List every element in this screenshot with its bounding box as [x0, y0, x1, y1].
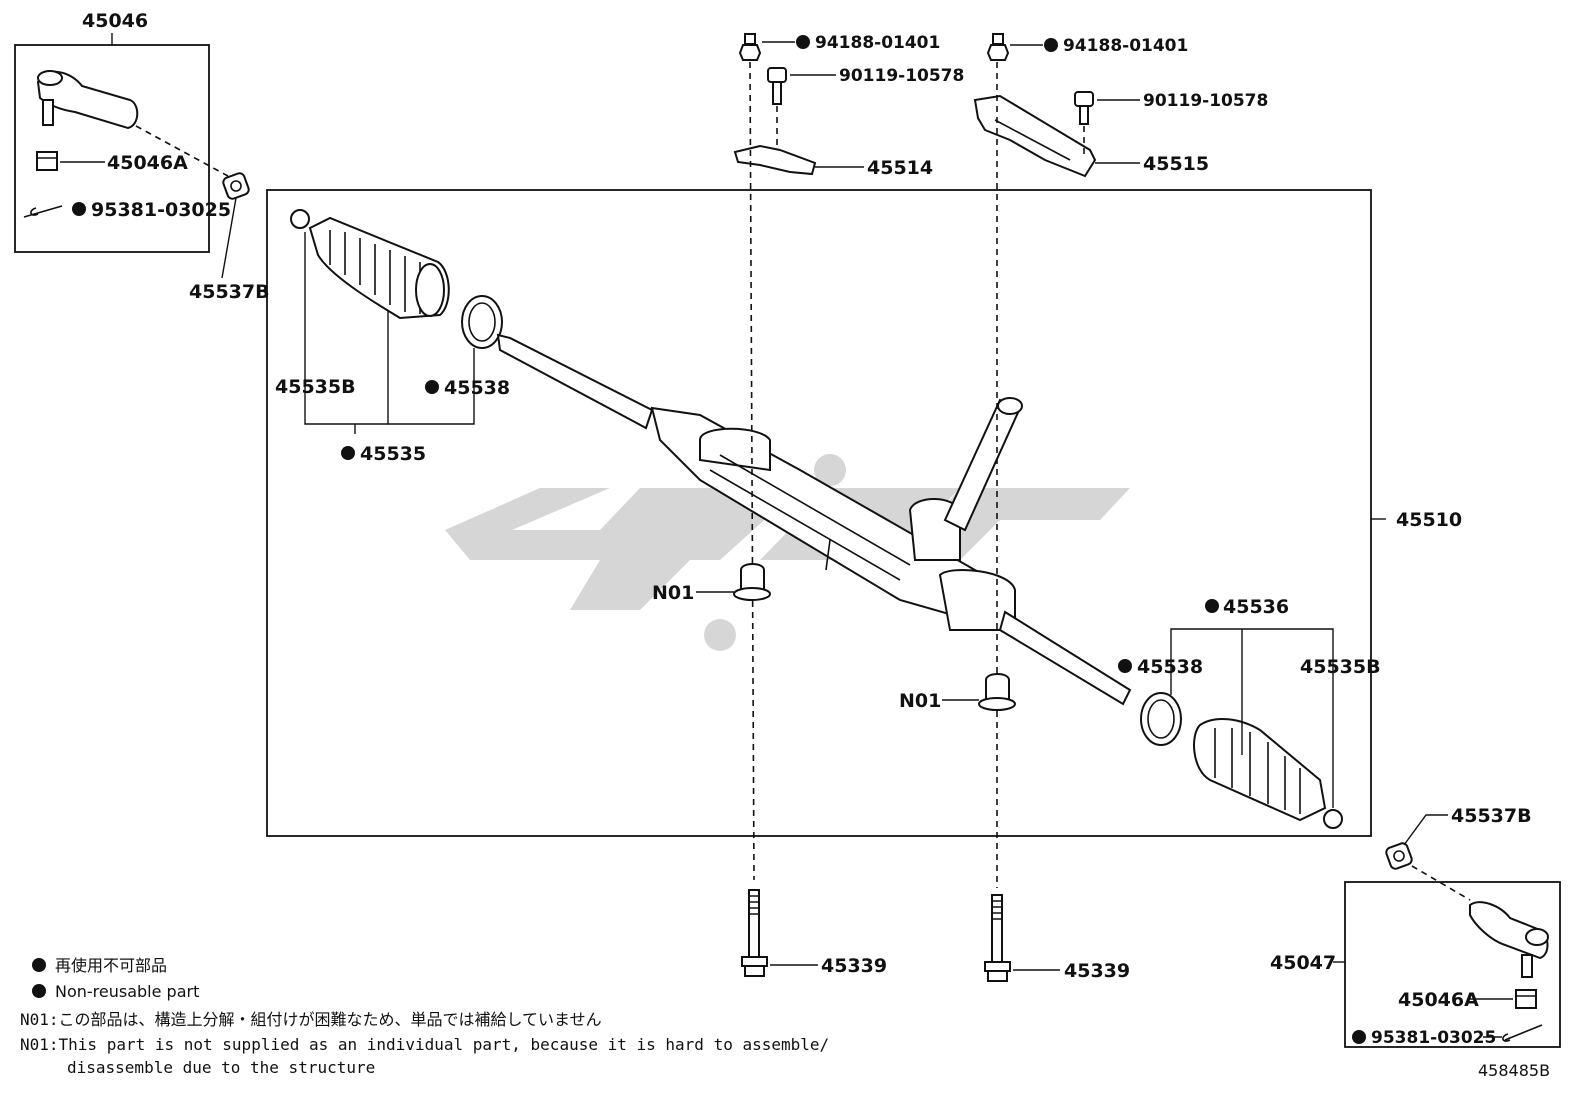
bushing-N01-right	[978, 673, 1016, 711]
bolt-45339-left	[741, 889, 768, 977]
clamp-45538-rh	[1140, 692, 1182, 746]
tie-rod-end-lh	[36, 70, 139, 130]
bushing-N01-left	[733, 563, 771, 601]
tie-rod-end-rh	[1469, 901, 1549, 978]
bolt-90119-10578-right	[1074, 91, 1094, 125]
label-45535: 45535	[360, 443, 426, 465]
note-en-line1: N01:This part is not supplied as an indi…	[20, 1035, 829, 1054]
label-45535B-lh: 45535B	[275, 376, 356, 398]
nut-45046A	[36, 151, 58, 171]
label-45339-left: 45339	[821, 955, 887, 977]
label-45536: 45536	[1223, 596, 1289, 618]
bolt-90119-10578-left	[767, 67, 787, 105]
assembly-box-45510	[266, 189, 1372, 837]
label-95381-03025-rh: 95381-03025	[1371, 1028, 1496, 1048]
rack-boot-lh	[308, 216, 450, 320]
rack-boot-rh	[1193, 718, 1327, 822]
label-45537B-rh: 45537B	[1451, 805, 1532, 827]
note-en-line2: disassemble due to the structure	[67, 1058, 375, 1077]
bracket-45514	[733, 144, 817, 176]
bolt-45339-right	[984, 894, 1011, 982]
cotter-pin-lh	[23, 205, 63, 218]
label-N01-right: N01	[899, 690, 941, 712]
diagram-code: 458485B	[1478, 1061, 1550, 1080]
label-N01-left: N01	[652, 582, 694, 604]
label-45046A-lh: 45046A	[107, 152, 188, 174]
label-45515: 45515	[1143, 153, 1209, 175]
label-45047: 45047	[1270, 952, 1336, 974]
note-jp: N01:この部品は、構造上分解・組付けが困難なため、単品では補給していません	[20, 1010, 602, 1029]
label-45514: 45514	[867, 157, 933, 179]
nut-94188-01401-right	[986, 33, 1010, 61]
label-45538-rh: 45538	[1137, 656, 1203, 678]
clamp-45538-lh	[461, 295, 503, 349]
label-95381-03025-lh: 95381-03025	[91, 199, 231, 221]
label-45339-right: 45339	[1064, 960, 1130, 982]
legend-en: Non-reusable part	[55, 982, 199, 1001]
clip-rh	[1323, 809, 1343, 829]
label-45510: 45510	[1396, 509, 1462, 531]
inset-box-45047	[1344, 881, 1561, 1048]
label-94188-01401-right: 94188-01401	[1063, 36, 1188, 56]
label-90119-10578-right: 90119-10578	[1143, 91, 1268, 111]
label-45046A-rh: 45046A	[1398, 989, 1479, 1011]
cotter-pin-rh	[1502, 1024, 1543, 1042]
label-45046: 45046	[82, 10, 148, 32]
boot-45537B-rh	[1385, 842, 1413, 870]
boot-45537B-lh	[222, 172, 250, 200]
label-94188-01401-left: 94188-01401	[815, 33, 940, 53]
bracket-45515	[973, 94, 1097, 178]
steering-rack	[496, 333, 1132, 706]
clip-lh	[290, 209, 310, 229]
label-45535B-rh: 45535B	[1300, 656, 1381, 678]
nut-94188-01401-left	[738, 33, 762, 61]
legend-jp: 再使用不可部品	[55, 956, 167, 975]
nut-45046A-rh	[1515, 989, 1537, 1009]
label-45538-lh: 45538	[444, 377, 510, 399]
label-45537B-lh: 45537B	[189, 281, 270, 303]
label-90119-10578-left: 90119-10578	[839, 66, 964, 86]
